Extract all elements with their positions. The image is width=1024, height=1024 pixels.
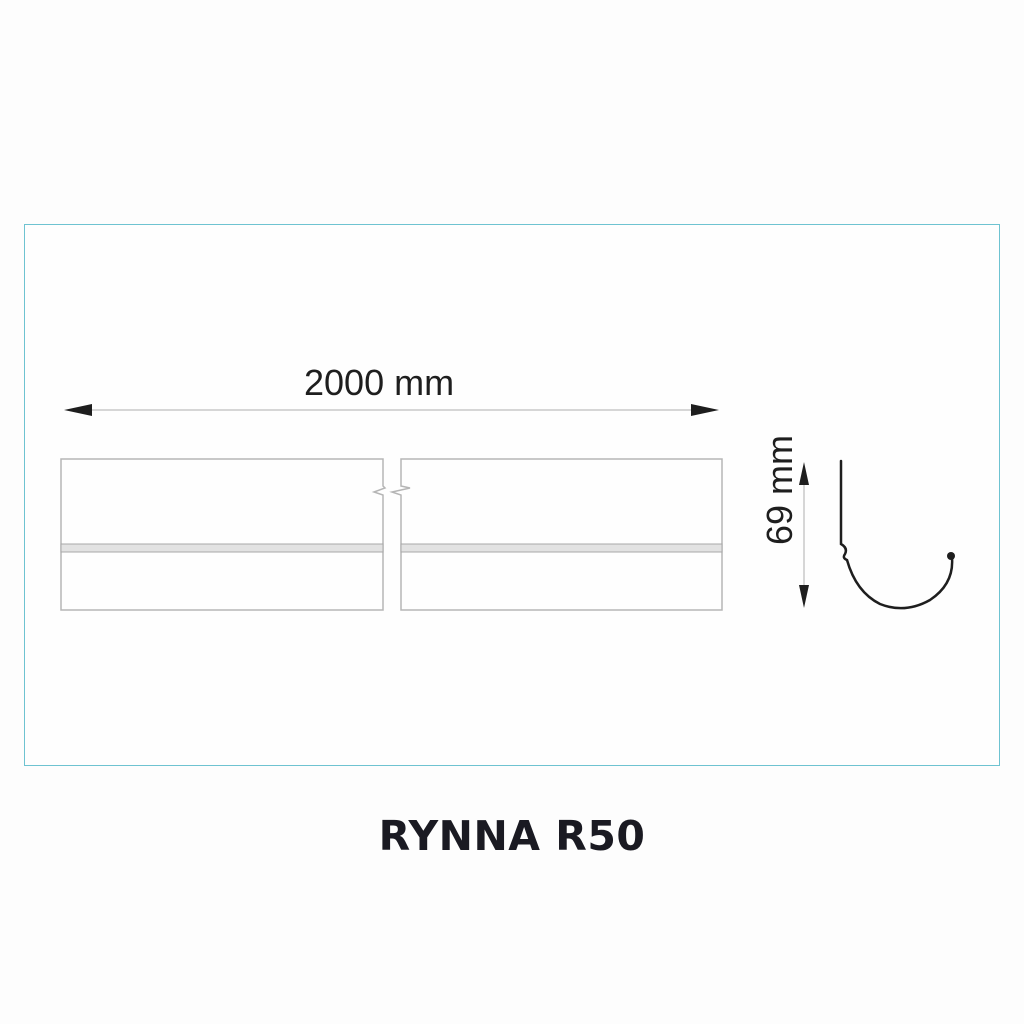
gutter-profile <box>839 459 955 610</box>
height-dimension-arrow <box>799 462 809 608</box>
gutter-panel-left <box>60 458 387 611</box>
length-dimension-arrow <box>64 404 719 416</box>
length-label: 2000 mm <box>304 362 455 403</box>
height-label: 69 mm <box>759 434 800 546</box>
gutter-panel-right <box>389 458 723 611</box>
diagram-frame <box>24 224 1000 766</box>
product-title: RYNNA R50 <box>378 812 646 860</box>
